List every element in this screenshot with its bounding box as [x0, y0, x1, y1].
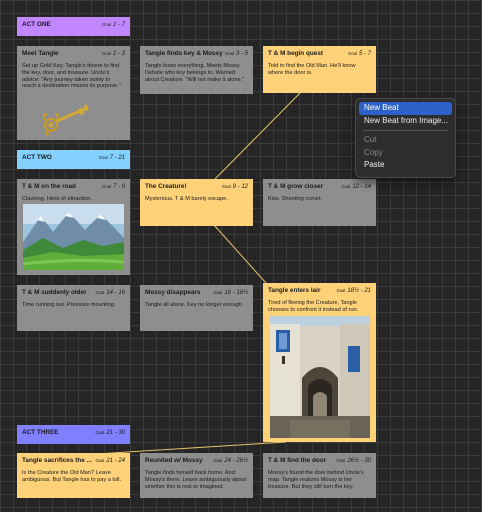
connector-begin-quest-to-creature [213, 92, 301, 181]
beat-title: T & M suddenly older [22, 289, 87, 296]
beat-title: Mossy disappears [145, 289, 201, 296]
beat-title: Meet Tangle [22, 50, 59, 57]
beat-description: Told to find the Old Man. He'll know whe… [268, 63, 356, 76]
beat-description: Time running out. Pressure mounting. [22, 302, 116, 308]
beat-description: Mossy's found the door behind Uncle's ma… [268, 470, 364, 490]
beat-description: Clashing. Hints of attraction. [22, 196, 92, 202]
act-title: ACT TWO [22, 154, 52, 161]
menu-item-cut[interactable]: Cut [364, 135, 377, 144]
beat-description: Tangle all alone. Key no longer enough. [145, 302, 244, 308]
connector-creature-to-lair [213, 224, 267, 284]
gold-key-image [42, 104, 90, 136]
menu-item-copy[interactable]: Copy [364, 147, 383, 157]
act-title: ACT THREE [22, 429, 59, 436]
beat-description: Set up Gold Key. Tangle's desire to find… [22, 63, 121, 90]
beat-title: T & M grow closer [268, 183, 324, 190]
beat-title: Tangle enters lair [268, 287, 321, 294]
beat-title: The Creature! [145, 183, 187, 190]
context-menu: New Beat New Beat from Image... Cut Copy… [355, 98, 456, 178]
beat-title: T & M find the door [268, 457, 327, 464]
beat-description: Kiss. Shooting comet. [268, 196, 323, 202]
beat-description: Tired of fleeing the Creature, Tangle ch… [268, 300, 359, 313]
beat-description: Tangle loses everything. Meets Mossy. De… [145, 63, 245, 83]
beat-title: Reunited w/ Mossy [145, 457, 203, 464]
beat-title: T & M begin quest [268, 50, 324, 57]
beat-title: Tangle finds key & Mossy [145, 50, 223, 57]
mountain-valley-image [23, 204, 124, 270]
beat-description: Mysterious. T & M barely escape. [145, 196, 228, 202]
stone-alley-image [270, 316, 370, 438]
beat-title: T & M on the road [22, 183, 76, 190]
act-title: ACT ONE [22, 21, 51, 28]
beat-title: Tangle sacrifices the ... [22, 457, 92, 464]
menu-item-new-beat[interactable]: New Beat [359, 102, 452, 115]
menu-separator [363, 130, 448, 131]
beat-description: Tangle finds herself back home. And Moss… [145, 470, 247, 490]
menu-item-paste[interactable]: Paste [364, 160, 385, 169]
beat-description: Is the Creature the Old Man? Leave ambig… [22, 470, 122, 483]
menu-item-new-beat-from-image[interactable]: New Beat from Image... [364, 115, 449, 125]
